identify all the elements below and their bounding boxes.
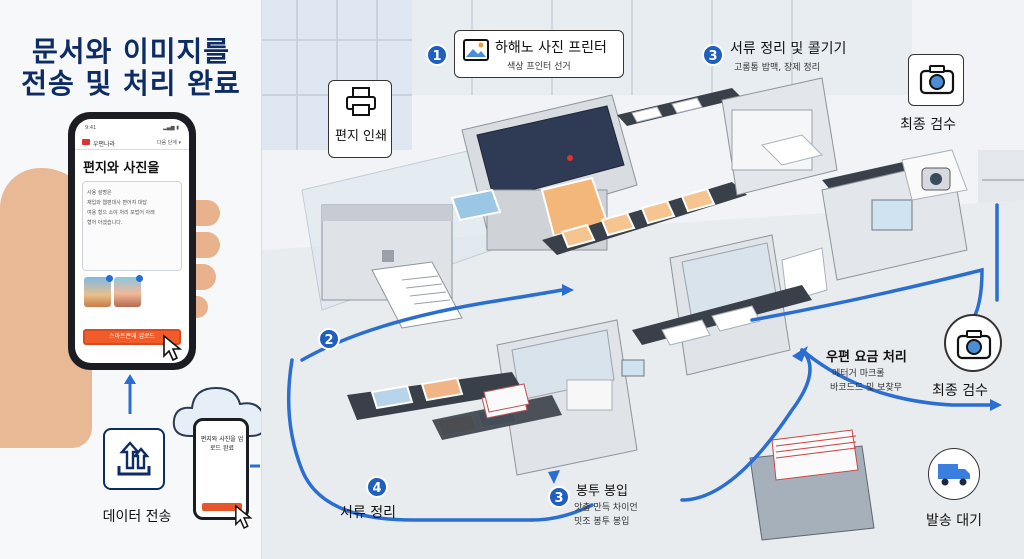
- postage-line-1: 메터거 마크롤: [832, 369, 885, 379]
- step-3b-line-2: 밋조 봉투 봉입: [574, 517, 630, 527]
- letter-print-label: 편지 인쇄: [335, 129, 387, 144]
- step-3-title: 서류 정리 및 콜기기: [730, 41, 847, 57]
- cursor-icon: [163, 334, 183, 362]
- step-1-title: 하해노 사진 프린터: [495, 40, 607, 56]
- postage-line-2: 바코드드 및 보찾무: [830, 383, 902, 393]
- step-1-subtitle: 색상 프인터 선거: [507, 62, 571, 72]
- divider: [75, 149, 189, 150]
- data-send-label: 데이터 전송: [102, 509, 172, 525]
- step-1-badge: 1: [426, 44, 448, 66]
- step-4-badge: 4: [366, 476, 388, 498]
- camera-icon: [956, 330, 992, 360]
- step-3-badge: 3: [702, 44, 724, 66]
- step-3-subtitle: 고롱통 밥맥, 장제 정리: [734, 63, 820, 73]
- mini-phone-caption: 편지와 사진을 업로드 완료: [200, 436, 244, 452]
- body-line: 사용 설명은: [87, 190, 112, 196]
- dispatch-label: 발송 대기: [926, 513, 982, 529]
- step-3b-badge: 3: [548, 486, 570, 508]
- body-line: 형어 아겠습니다.: [87, 220, 123, 226]
- step-3b-title: 봉투 봉입: [576, 484, 628, 499]
- upload-tray-icon: [103, 428, 165, 490]
- final-inspection-top-label: 최종 검수: [900, 117, 956, 133]
- message-textarea[interactable]: [82, 181, 182, 271]
- upload-button[interactable]: 스마트폰에 업로드: [83, 329, 181, 345]
- smartphone: 9:41 ▂▄▆ ▮ 우편나라 다음 단계 ▾ 편지와 사진을 사용 설명은 재…: [68, 112, 196, 370]
- next-step-link[interactable]: 다음 단계 ▾: [156, 140, 181, 146]
- step-2-badge: 2: [318, 328, 340, 350]
- left-panel: 문서와 이미지를 전송 및 처리 완료 9:41 ▂▄▆ ▮ 우편나라 다음 단…: [0, 0, 262, 559]
- photo-icon: [463, 39, 489, 61]
- phone-screen: 9:41 ▂▄▆ ▮ 우편나라 다음 단계 ▾ 편지와 사진을 사용 설명은 재…: [75, 119, 189, 363]
- step-4-title: 서류 정리: [340, 505, 396, 521]
- status-icons: ▂▄▆ ▮: [163, 125, 179, 131]
- up-arrow-icon: [124, 374, 136, 414]
- step-3b-line-1: 앗춤 만득 차이언: [574, 503, 638, 513]
- screen-heading: 편지와 사진을: [83, 161, 160, 176]
- body-line: 여용 형으 소야 처리 포법어 아래: [87, 210, 155, 216]
- factory-illustration: [262, 0, 1024, 559]
- body-line: 재입와 웹편대사 편어지 대답: [87, 200, 147, 206]
- title-line-2: 전송 및 처리 완료: [21, 67, 241, 100]
- camera-circle-bottom: [944, 314, 1002, 372]
- printer-icon: [346, 87, 376, 116]
- app-logo-icon: [82, 139, 90, 145]
- truck-circle: [928, 448, 980, 500]
- mini-upload-bar: [202, 503, 242, 511]
- title-line-1: 문서와 이미지를: [31, 35, 231, 68]
- app-name: 우편나라: [93, 141, 116, 148]
- photo-thumbnail[interactable]: [114, 275, 143, 307]
- postage-title: 우편 요금 처리: [826, 350, 907, 365]
- check-icon: [106, 275, 113, 282]
- check-icon: [136, 275, 143, 282]
- mini-phone: 편지와 사진을 업로드 완료: [193, 418, 249, 520]
- status-time: 9:41: [85, 125, 97, 131]
- photo-thumbnail[interactable]: [84, 275, 113, 307]
- camera-icon: [919, 65, 955, 95]
- camera-callout-top: [908, 54, 964, 106]
- step-1-callout: 하해노 사진 프린터 색상 프인터 선거: [454, 30, 624, 78]
- factory-scene: 하해노 사진 프린터 색상 프인터 선거 1 3 서류 정리 및 콜기기 고롱통…: [262, 0, 1024, 559]
- cursor-icon: [235, 504, 253, 529]
- truck-icon: [938, 464, 970, 486]
- flow-arrow-icon: [250, 464, 260, 468]
- final-inspection-bottom-label: 최종 검수: [932, 383, 988, 399]
- letter-print-callout: 편지 인쇄: [328, 80, 392, 158]
